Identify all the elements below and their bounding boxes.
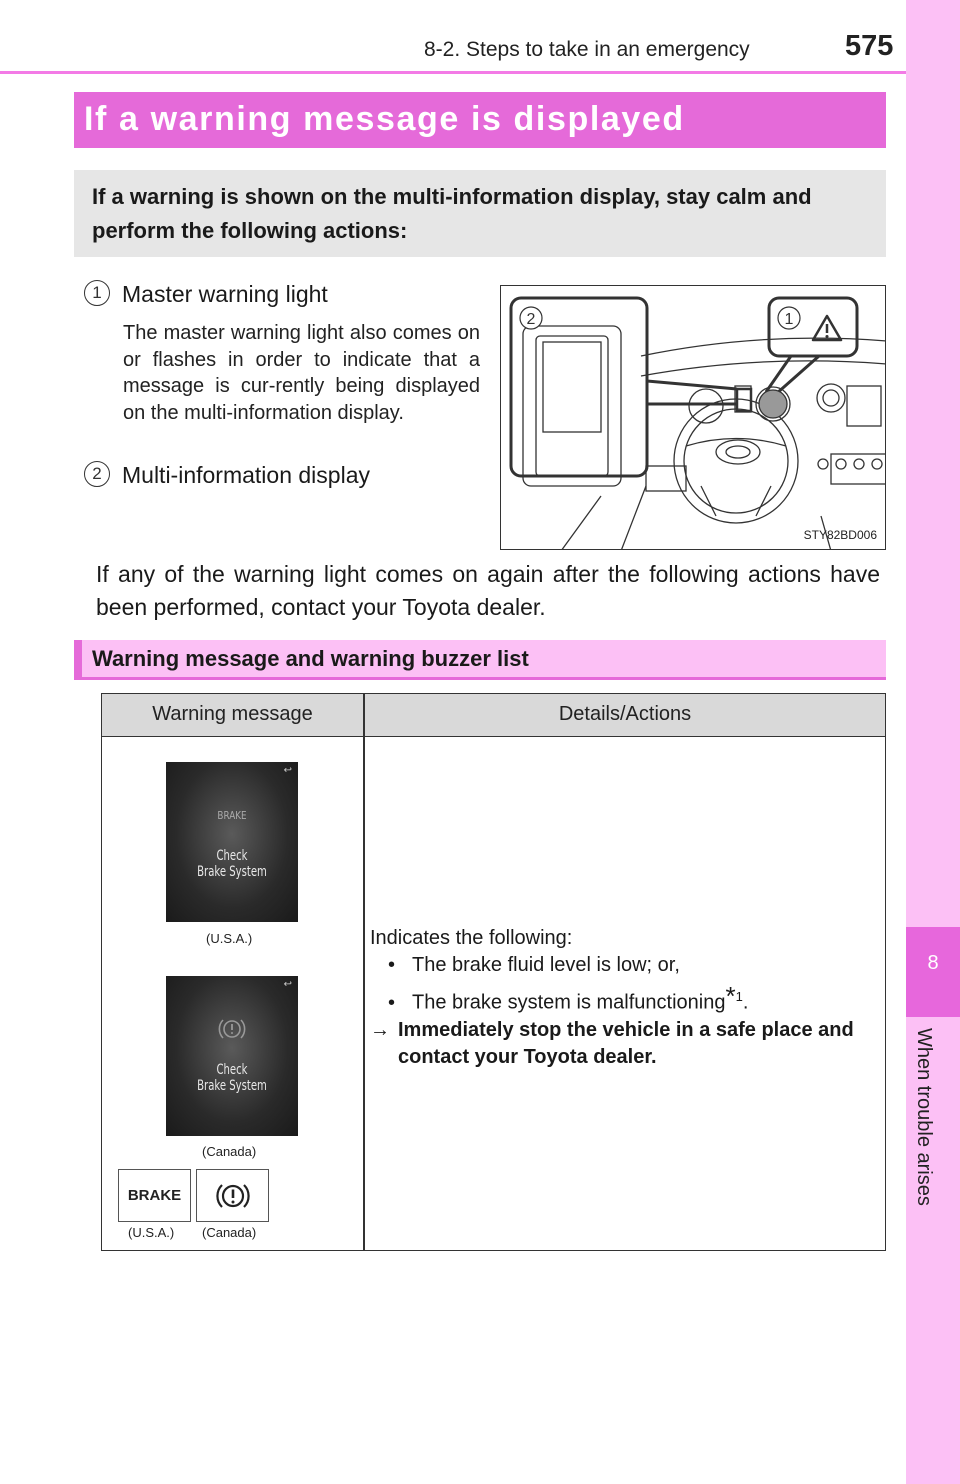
details-actions-cell: Indicates the following: The brake fluid… — [370, 925, 880, 1071]
return-icon: ↩ — [283, 979, 292, 990]
display-screen-canada: ↩ Check Brake System — [166, 976, 298, 1136]
action-instruction: → Immediately stop the vehicle in a safe … — [370, 1017, 880, 1071]
caption-usa: (U.S.A.) — [206, 931, 253, 946]
arrow-icon: → — [370, 1018, 390, 1041]
svg-text:1: 1 — [785, 311, 794, 328]
figure-code: STY82BD006 — [803, 528, 877, 542]
indicator-caption-usa: (U.S.A.) — [128, 1225, 175, 1240]
warning-table: Warning message Details/Actions — [101, 693, 886, 1251]
item-title-master-warning: Master warning light — [122, 281, 328, 307]
screen-line-2: Brake System — [197, 1078, 267, 1094]
chapter-side-tab — [906, 0, 960, 1484]
item-title-multi-info-display: Multi-information display — [122, 462, 370, 488]
chapter-title: When trouble arises — [913, 1028, 935, 1206]
indicator-caption-canada: (Canada) — [202, 1225, 257, 1240]
dealer-paragraph: If any of the warning light comes on aga… — [96, 561, 880, 620]
brake-warning-icon — [218, 1019, 246, 1039]
section-header: 8-2. Steps to take in an emergency — [424, 38, 750, 61]
brake-warning-icon — [216, 1184, 250, 1208]
chapter-number: 8 — [927, 952, 939, 974]
item-number-1: 1 — [84, 280, 110, 306]
table-header-row — [102, 694, 885, 737]
table-column-divider — [363, 694, 365, 1250]
table-header-warning-message: Warning message — [152, 703, 313, 725]
subheading: Warning message and warning buzzer list — [92, 646, 529, 671]
screen-line-2: Brake System — [197, 864, 267, 880]
header-rule — [0, 71, 906, 74]
intro-box — [74, 170, 886, 257]
action-text: Immediately stop the vehicle in a safe p… — [398, 1018, 854, 1068]
subheading-accent-bar — [74, 640, 82, 680]
caption-canada: (Canada) — [202, 1144, 257, 1159]
title-band — [74, 92, 886, 148]
brake-indicator-usa: BRAKE — [118, 1169, 191, 1222]
figure-callout-1 — [777, 306, 801, 330]
return-icon: ↩ — [283, 765, 292, 776]
screen-brake-label: BRAKE — [217, 809, 247, 822]
subheading-band — [74, 640, 886, 680]
page-number: 575 — [845, 30, 894, 62]
bullet-brake-system-text: The brake system is malfunctioning — [412, 991, 726, 1014]
display-screen-usa: ↩ BRAKE Check Brake System — [166, 762, 298, 922]
screen-line-1: Check — [216, 848, 248, 864]
bullet-brake-system: The brake system is malfunctioning*1. — [370, 979, 880, 1017]
figure-callouts: 2 1 — [519, 306, 801, 330]
brake-indicator-canada — [196, 1169, 269, 1222]
svg-text:2: 2 — [527, 311, 536, 328]
screen-line-1: Check — [216, 1062, 248, 1078]
figure-callout-2 — [519, 306, 543, 330]
intro-text: If a warning is shown on the multi-infor… — [92, 184, 812, 243]
table-header-details-actions: Details/Actions — [558, 703, 692, 725]
dashboard-illustration: 2 1 — [509, 296, 885, 549]
chapter-number-box — [906, 927, 960, 1017]
chapter-title-vertical: When trouble arises — [912, 1028, 952, 1228]
bullet-fluid-level: The brake fluid level is low; or, — [370, 952, 880, 979]
item-number-2: 2 — [84, 461, 110, 487]
item-description-master-warning: The master warning light also comes on o… — [123, 322, 480, 424]
details-intro: Indicates the following: — [370, 927, 573, 949]
brake-indicator-text: BRAKE — [127, 1187, 182, 1204]
page-title: If a warning message is displayed — [84, 100, 685, 138]
dashboard-figure: 2 1 STY82BD006 — [500, 285, 886, 550]
footnote-ref: *1 — [725, 981, 743, 1011]
